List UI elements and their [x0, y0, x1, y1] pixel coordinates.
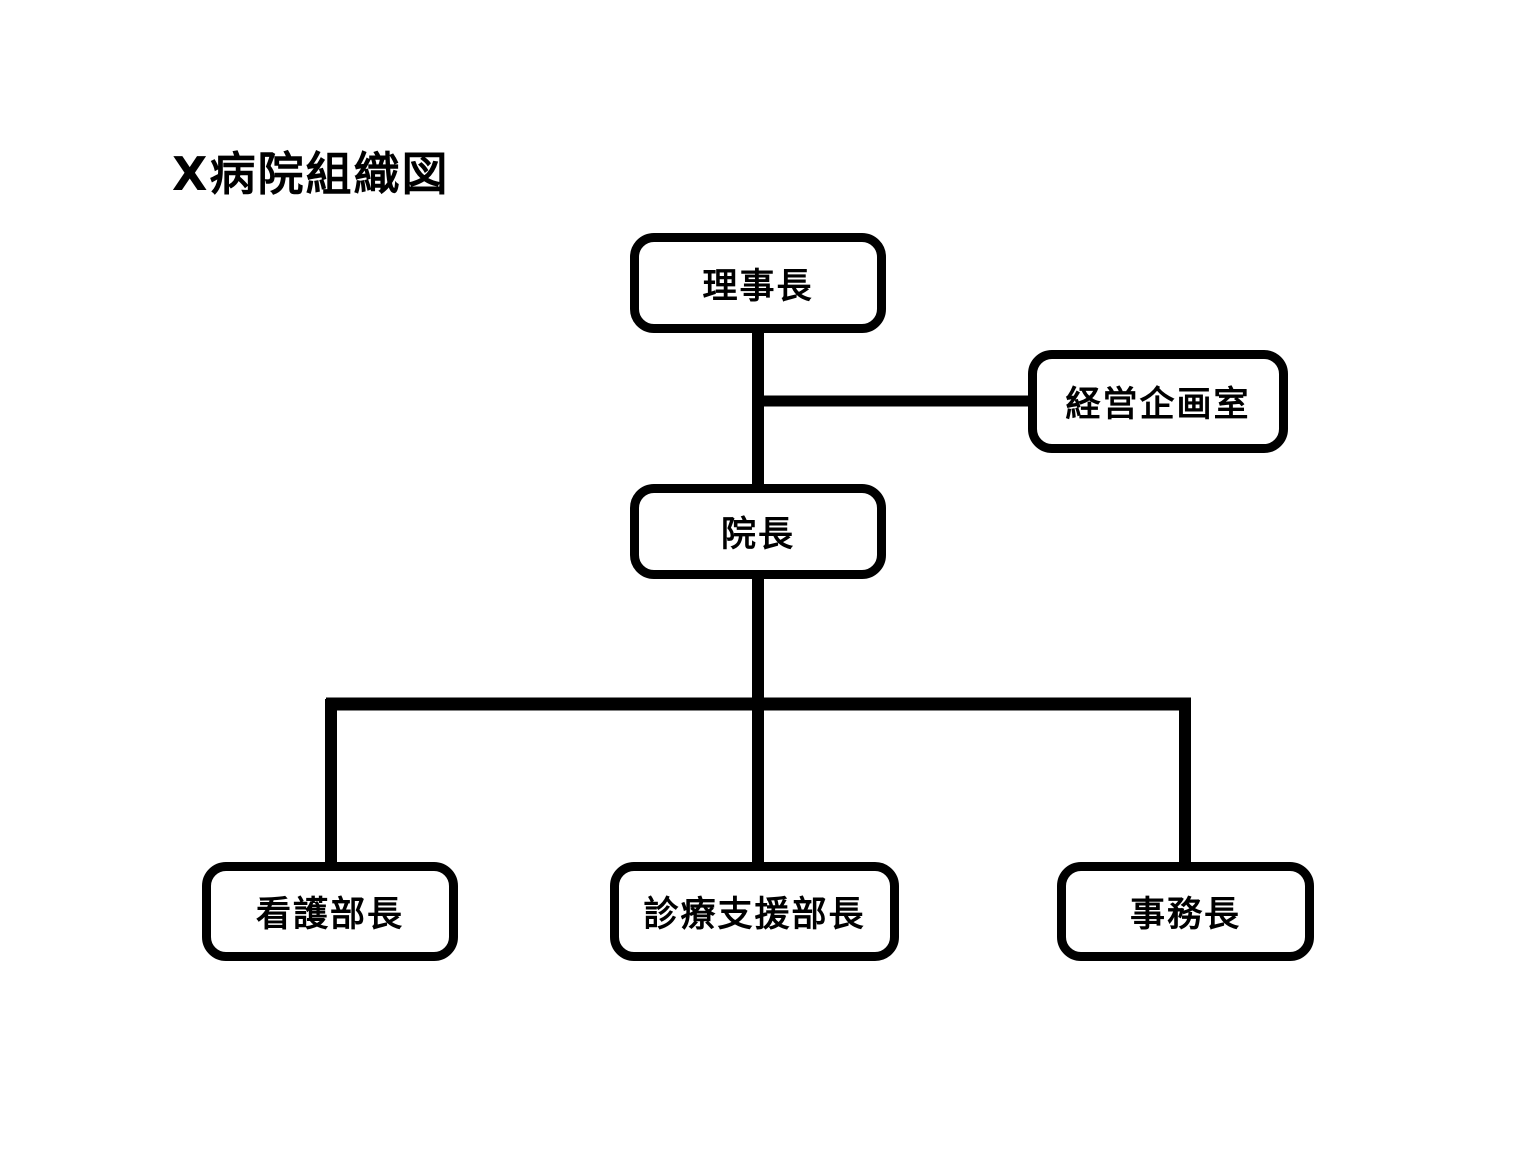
node-medical-support-director-label: 診療支援部長 — [643, 895, 866, 935]
node-hospital-director: 院長 — [630, 484, 886, 579]
node-nursing-director-label: 看護部長 — [255, 895, 404, 935]
chart-title: X病院組織図 — [172, 147, 450, 201]
node-chairman-label: 理事長 — [702, 266, 814, 307]
node-planning-office: 経営企画室 — [1028, 350, 1288, 453]
node-nursing-director: 看護部長 — [202, 862, 458, 961]
node-medical-support-director: 診療支援部長 — [610, 862, 899, 961]
node-hospital-director-label: 院長 — [720, 515, 795, 555]
node-administrative-director: 事務長 — [1057, 862, 1314, 961]
node-chairman: 理事長 — [630, 233, 886, 333]
node-administrative-director-label: 事務長 — [1129, 895, 1241, 935]
node-planning-office-label: 経営企画室 — [1065, 385, 1251, 425]
